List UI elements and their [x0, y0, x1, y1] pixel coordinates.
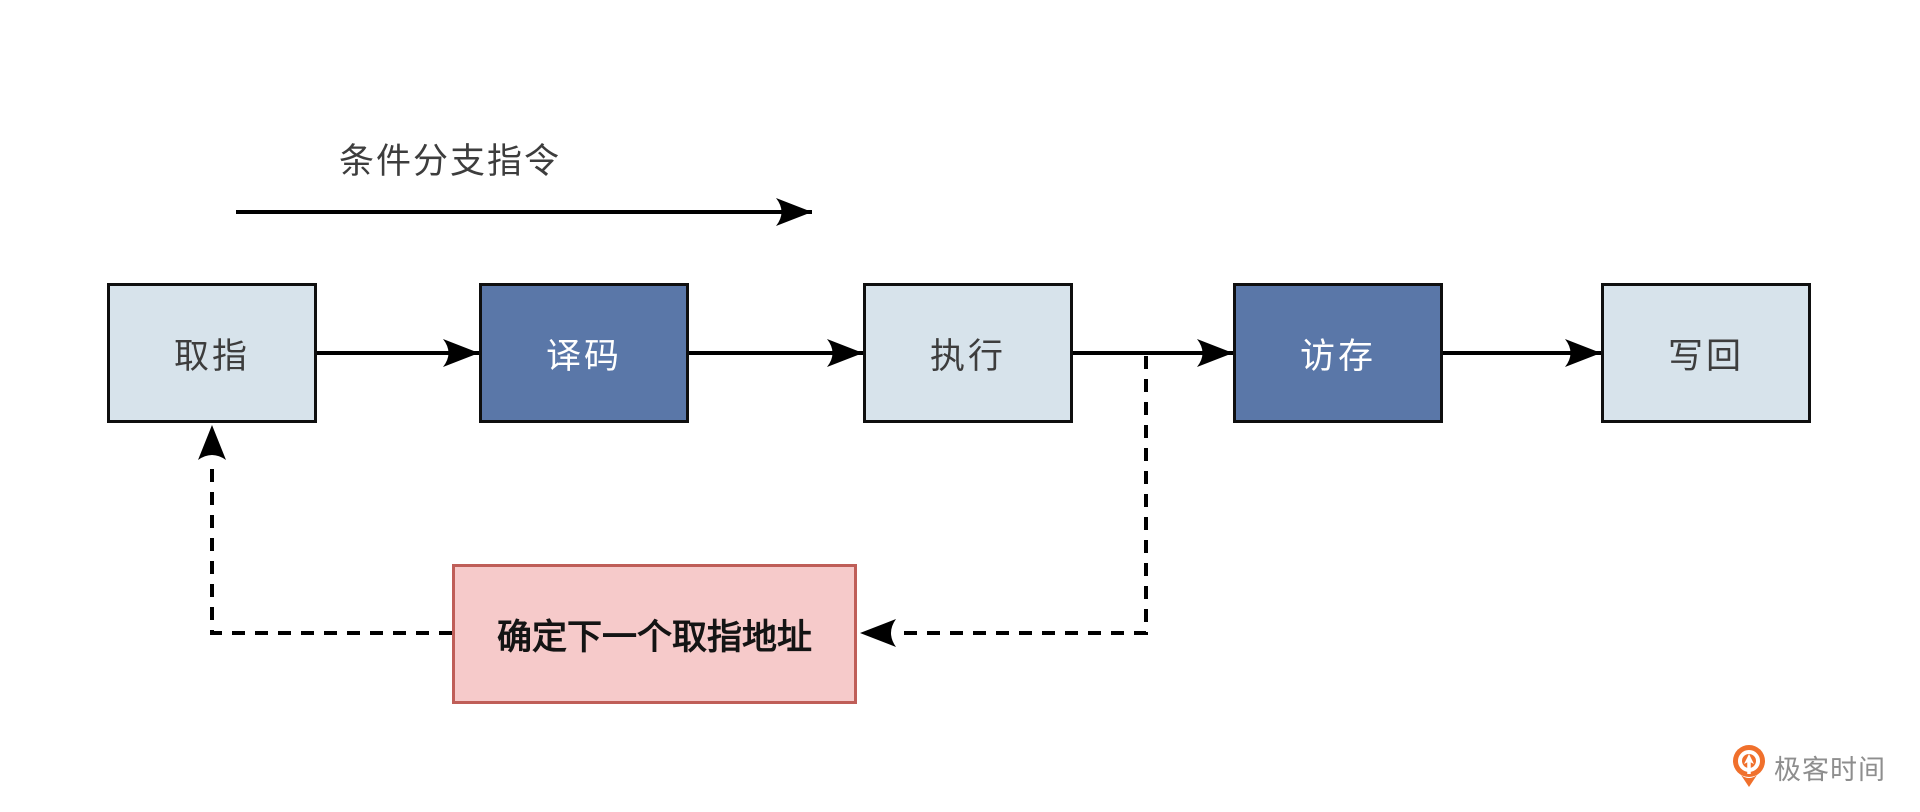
stage-box-memory: 访存: [1233, 283, 1443, 423]
arrowhead-into-feedback-box: [860, 619, 896, 647]
stage-label-decode: 译码: [545, 336, 622, 376]
branch-instruction-label: 条件分支指令: [338, 142, 561, 181]
arrowhead-into-fetch-box: [198, 425, 226, 460]
geektime-logo-icon: [1733, 745, 1765, 787]
dashed-line-to-fetch-box: [210, 460, 452, 635]
stage-box-fetch: 取指: [107, 283, 317, 423]
stage-box-execute: 执行: [863, 283, 1073, 423]
watermark-brand-text: 极客时间: [1774, 754, 1886, 785]
dashed-line-to-feedback-box: [898, 356, 1148, 635]
feedback-box-next-fetch-address: 确定下一个取指地址: [452, 564, 857, 704]
watermark-geektime: 极客时间: [1732, 744, 1886, 790]
stage-label-fetch: 取指: [173, 336, 250, 376]
stage-box-writeback: 写回: [1601, 283, 1811, 423]
stage-label-memory: 访存: [1299, 336, 1376, 376]
stage-label-writeback: 写回: [1667, 336, 1744, 376]
stage-label-execute: 执行: [929, 336, 1006, 376]
stage-box-decode: 译码: [479, 283, 689, 423]
feedback-box-label: 确定下一个取指地址: [496, 617, 812, 657]
